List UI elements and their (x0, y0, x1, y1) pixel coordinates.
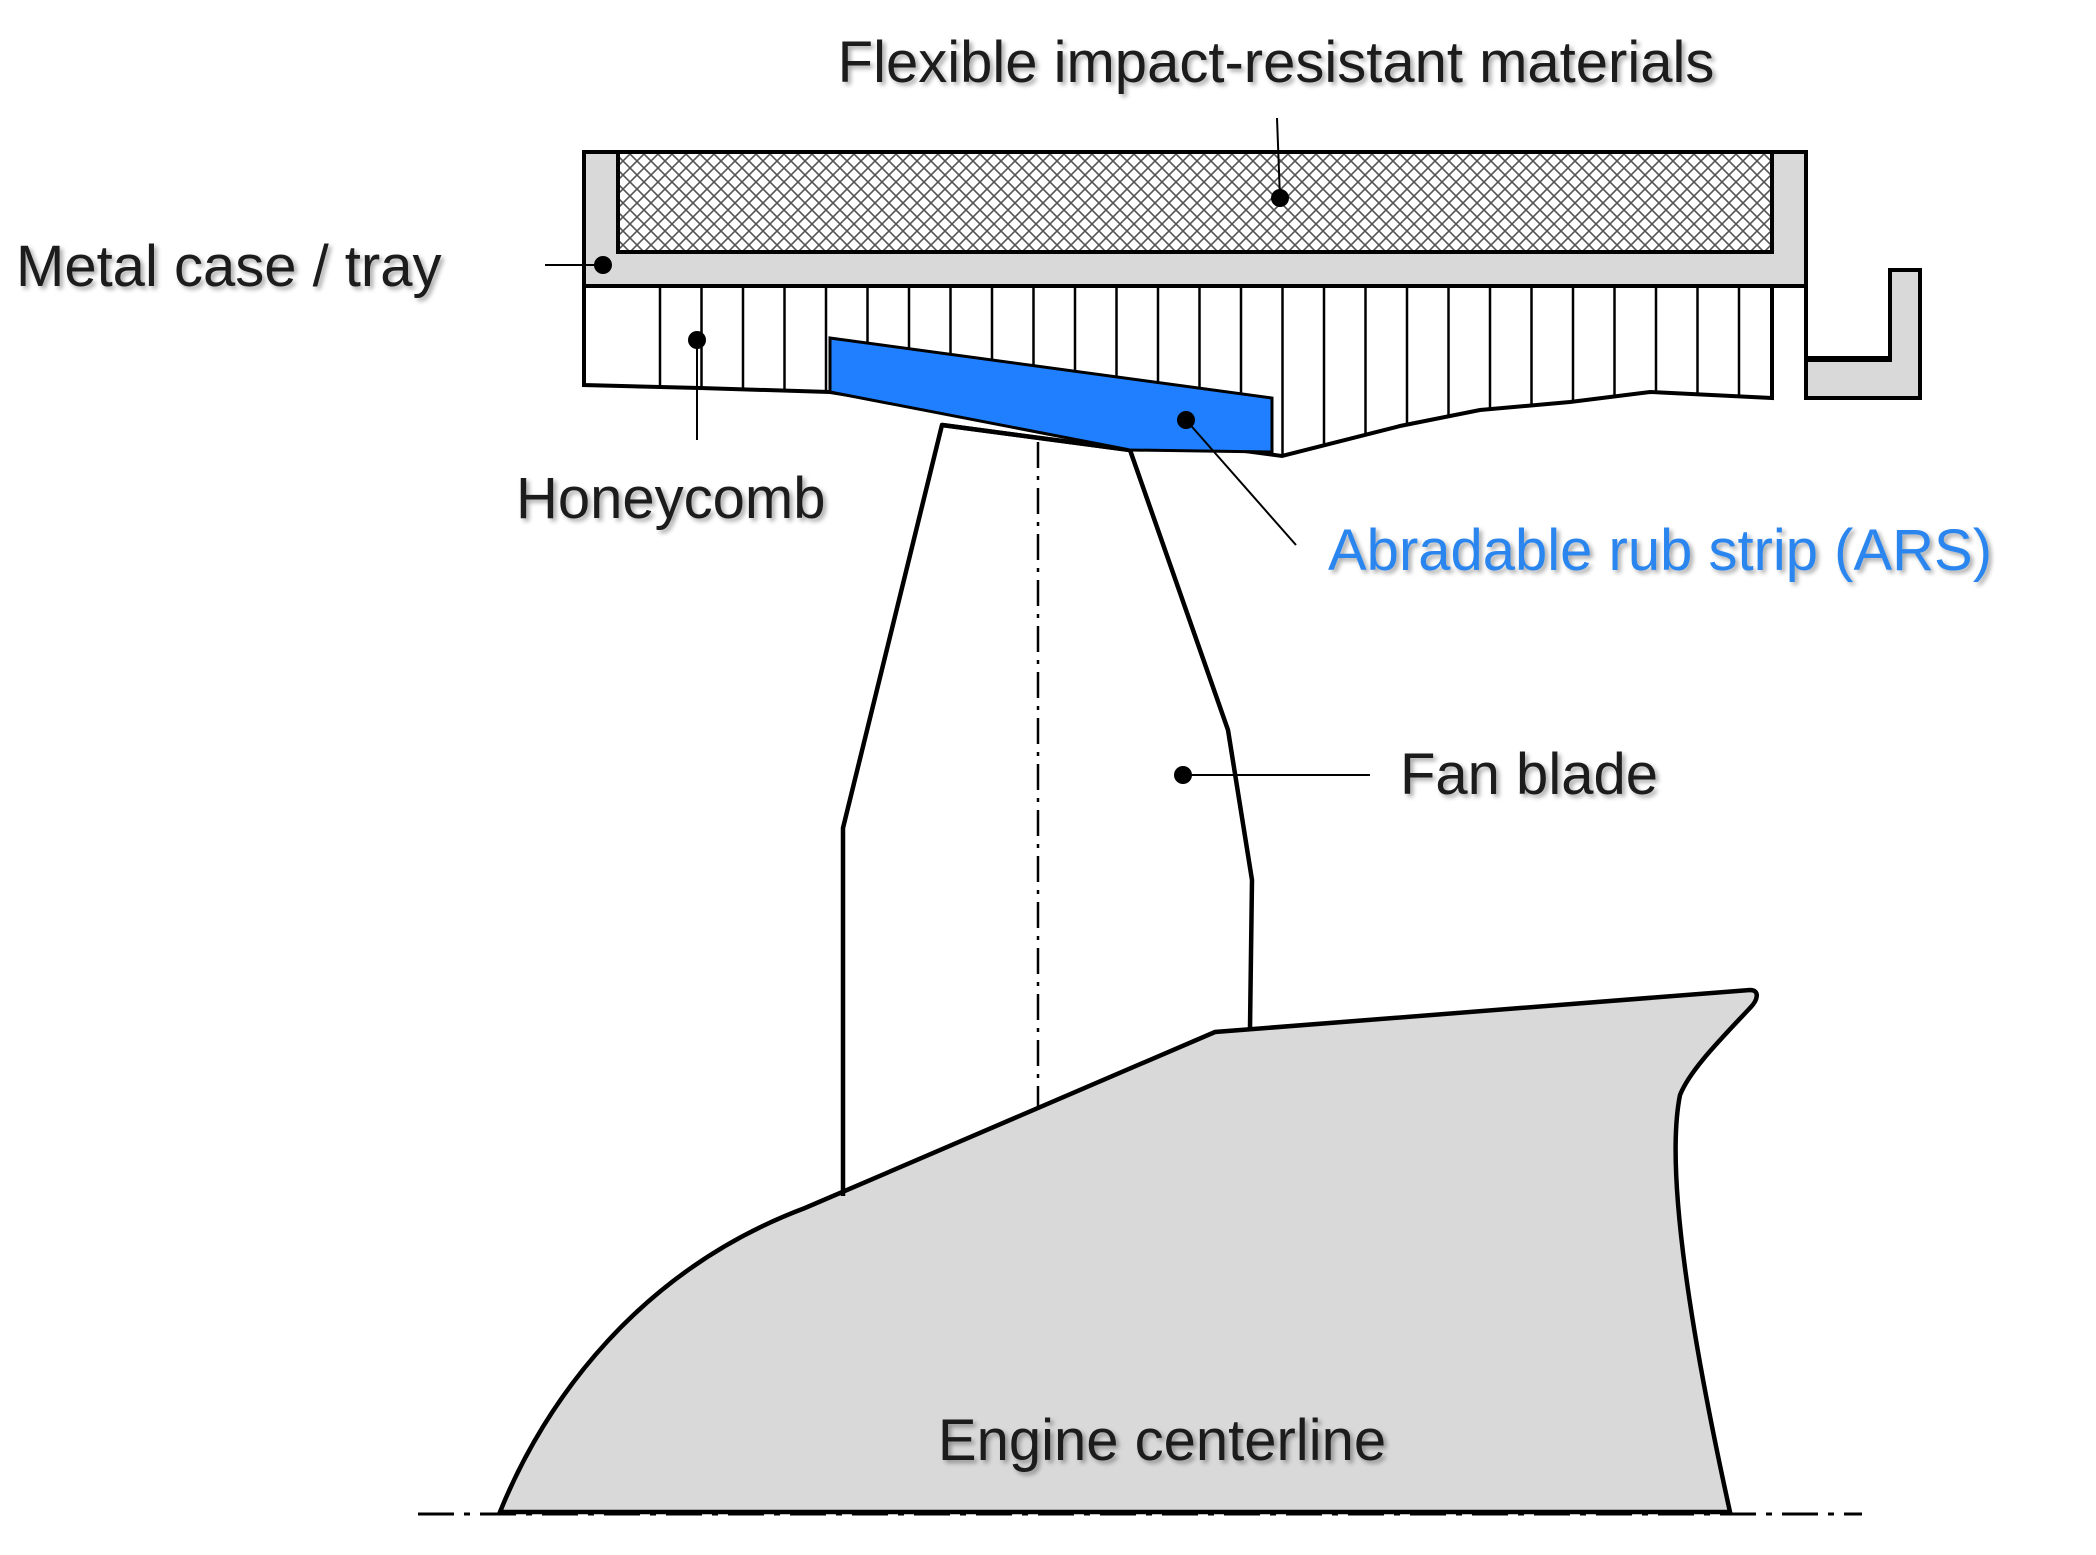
engine-hub (496, 987, 1759, 1515)
dot-fan-blade (1174, 766, 1192, 784)
label-honeycomb: Honeycomb (516, 466, 825, 531)
label-engine-centerline: Engine centerline (938, 1408, 1386, 1473)
dot-metal-case (594, 256, 612, 274)
label-ars: Abradable rub strip (ARS) (1328, 518, 1992, 583)
dot-honeycomb (688, 331, 706, 349)
label-metal-case: Metal case / tray (16, 234, 441, 299)
label-fan-blade: Fan blade (1400, 742, 1658, 807)
leader-flexible (1276, 117, 1281, 199)
honeycomb-region (582, 284, 1774, 459)
flexible-material-layer (616, 150, 1774, 254)
abradable-rub-strip (828, 336, 1274, 454)
metal-case-hook (1772, 268, 1922, 400)
fan-blade-tip (941, 422, 1131, 453)
leader-ars (1185, 419, 1297, 546)
dot-ars (1177, 411, 1195, 429)
dot-flexible (1271, 189, 1289, 207)
label-flexible: Flexible impact-resistant materials (838, 30, 1715, 95)
leader-lines (545, 117, 1370, 776)
leader-dots (594, 189, 1289, 784)
